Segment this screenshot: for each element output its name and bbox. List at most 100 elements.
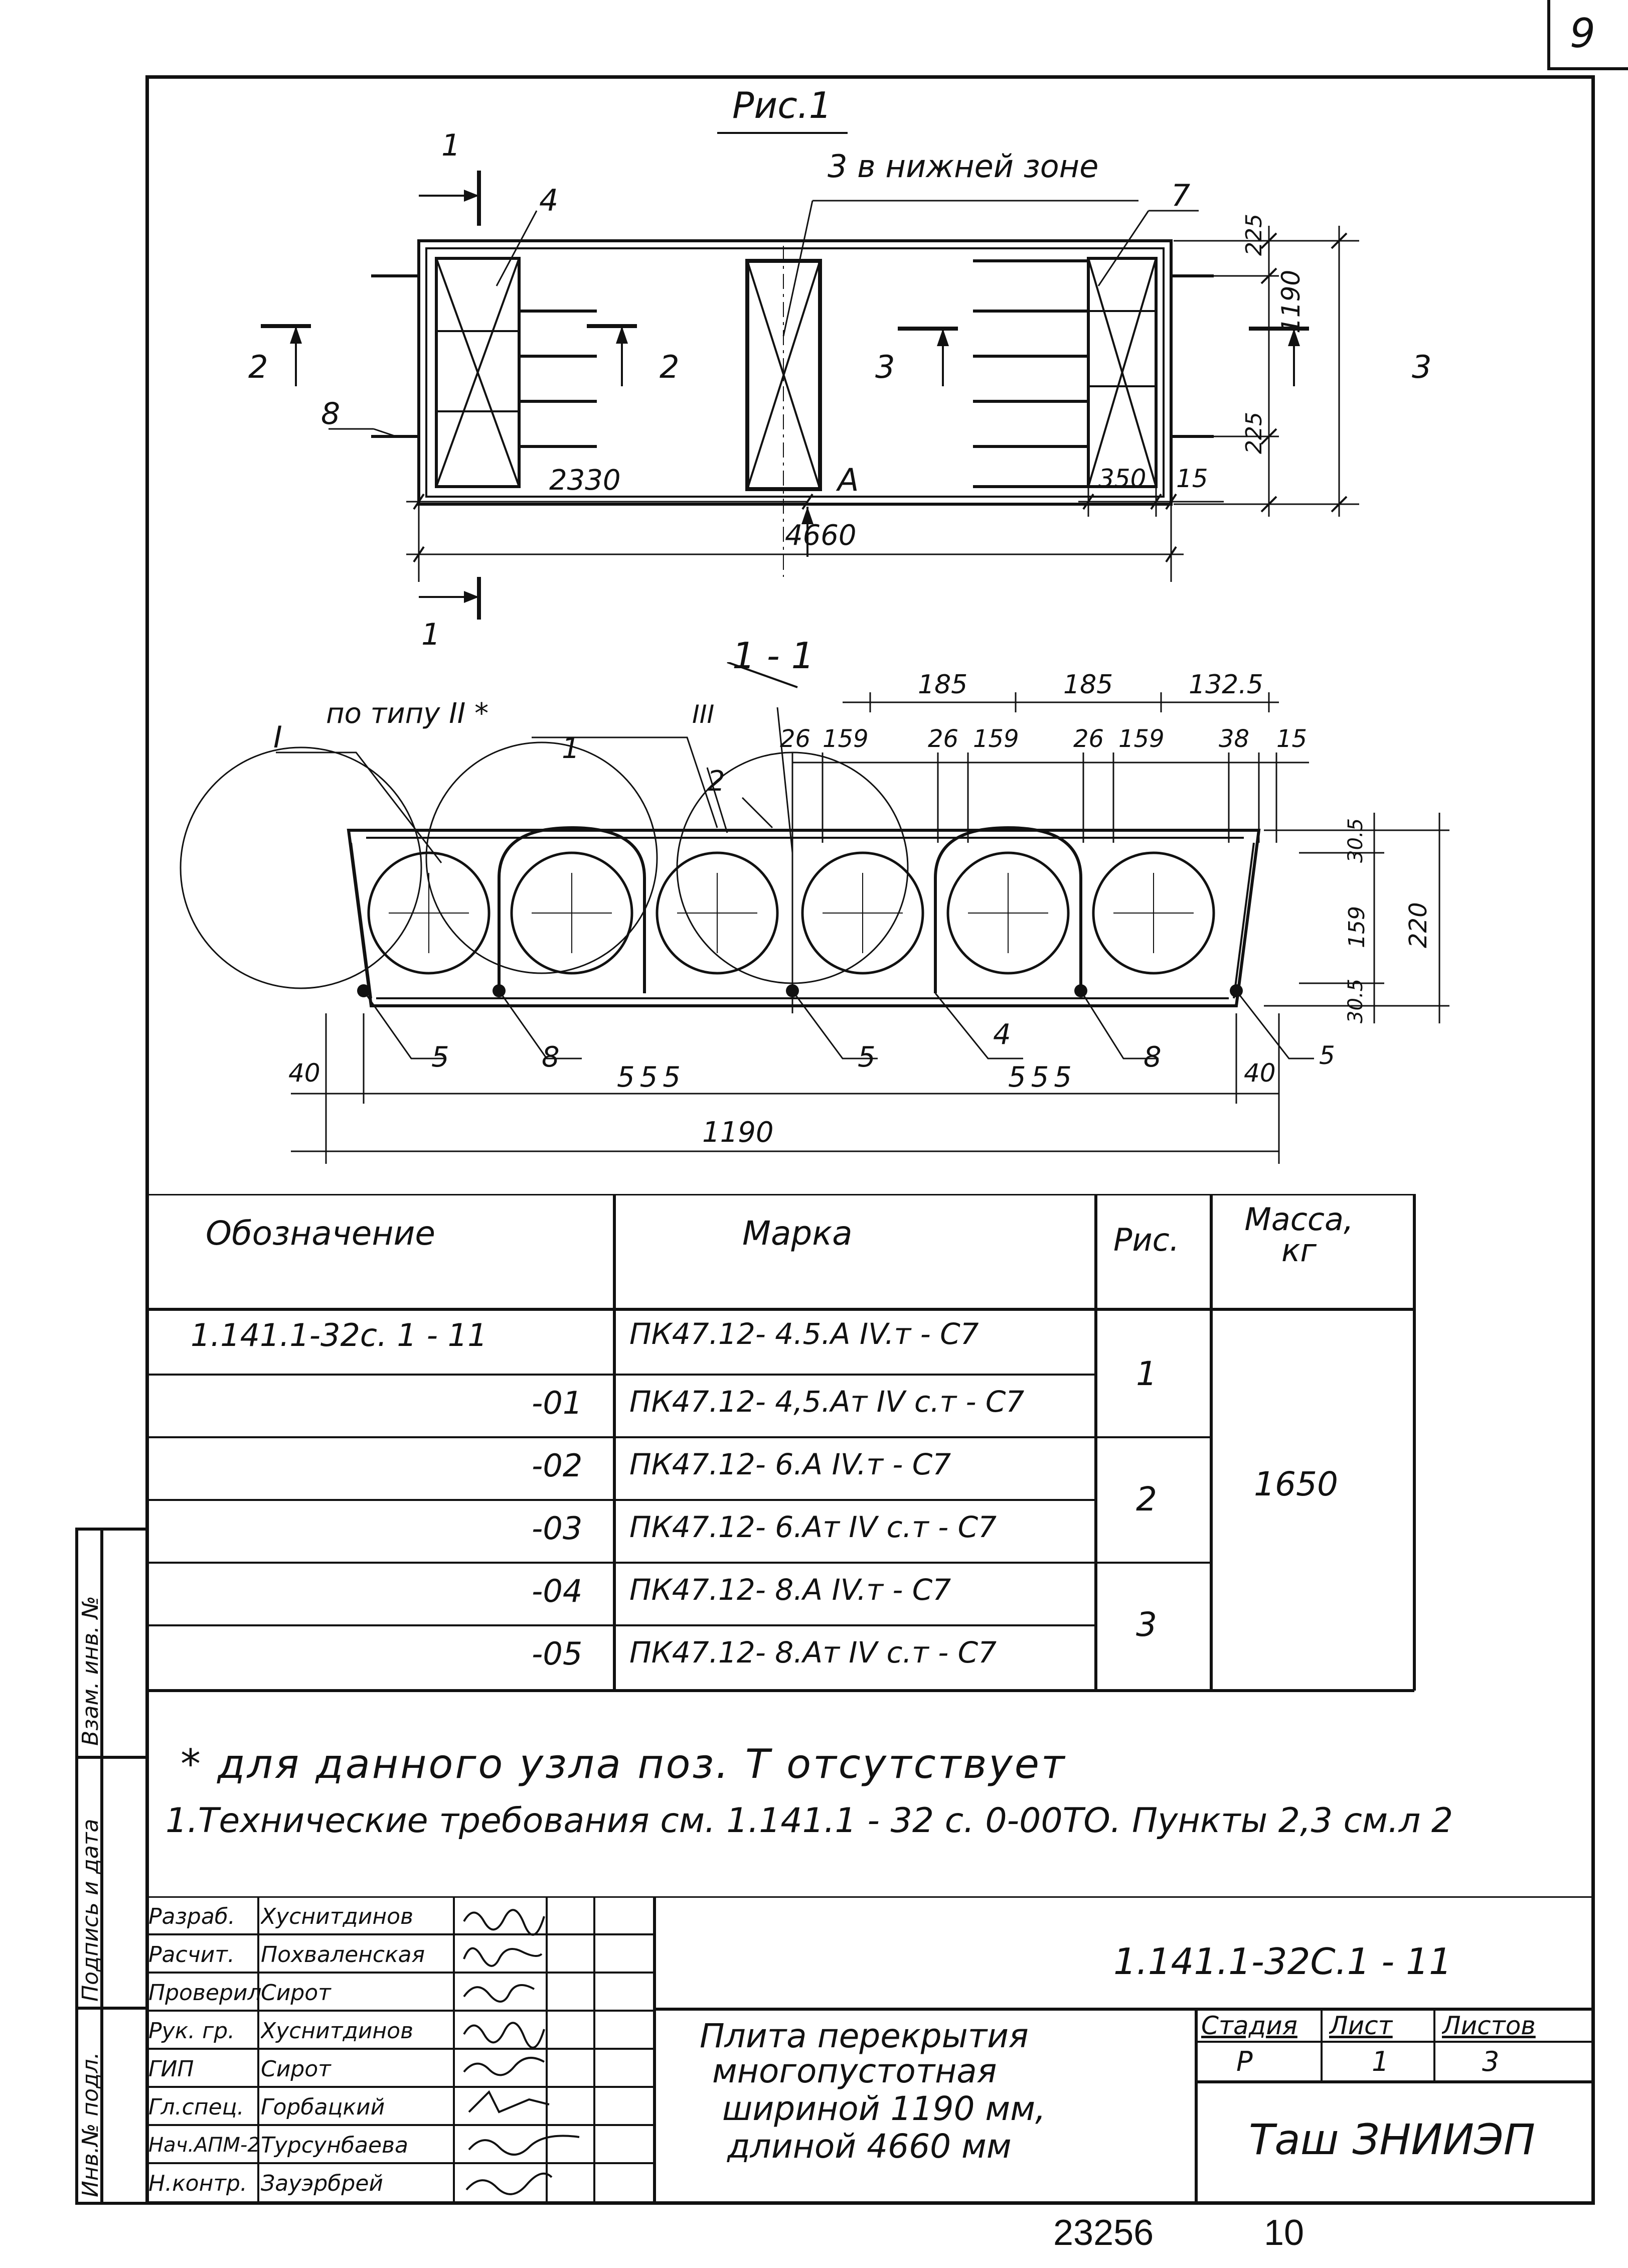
section-mark-2-left: 2 [248, 349, 268, 385]
dim-159-vertical: 159 [1344, 906, 1370, 948]
row-0-designation: 1.141.1-32с. 1 - 11 [191, 1317, 487, 1353]
section-1-1-drawing [180, 662, 1449, 1164]
name-0: Хуснитдинов [261, 1903, 414, 1929]
dim-225-bottom: 225 [1241, 412, 1267, 454]
stage-label: Стадия [1201, 2011, 1297, 2040]
section-title: 1 - 1 [732, 635, 815, 677]
signature-1 [463, 1947, 543, 1967]
note-by-type: по типу II * [326, 697, 489, 730]
dim-4660: 4660 [785, 519, 857, 552]
signature-3 [463, 2022, 545, 2049]
mass-value: 1650 [1254, 1465, 1338, 1503]
sheets-value: 3 [1482, 2046, 1500, 2077]
bottom-zone-label: 3 в нижней зоне [828, 148, 1099, 185]
section-mark-1-bottom: 1 [421, 617, 441, 652]
fig-value-3: 3 [1136, 1605, 1157, 1644]
page-corner-box [1547, 0, 1628, 70]
spec-table-grid [145, 1194, 1416, 1692]
signature-0 [463, 1909, 545, 1936]
callout-4-section: 4 [993, 1018, 1011, 1051]
header-fig: Рис. [1113, 1222, 1180, 1258]
dim-row-0: 26 [780, 725, 811, 753]
plan-view-drawing [261, 132, 1359, 620]
side-stamp-vzam: Взам. инв. № [78, 1596, 103, 1746]
product-name-line-0: Плита перекрытия [700, 2017, 1029, 2055]
name-1: Похваленская [261, 1941, 425, 1968]
dim-1190: 1190 [702, 1116, 774, 1149]
header-designation: Обозначение [206, 1214, 435, 1253]
signature-4 [463, 2057, 545, 2076]
row-5-mark: ПК47.12- 8.Ат IV с.т - С7 [629, 1635, 997, 1670]
sheets-label: Листов [1442, 2011, 1536, 2040]
signature-6 [468, 2135, 580, 2156]
dim-185b: 185 [1063, 670, 1113, 700]
dim-row-2: 26 [928, 725, 959, 753]
sheet-label: Лист [1329, 2011, 1393, 2040]
side-stamp-line-1 [75, 1756, 145, 1759]
callout-2: 2 [707, 765, 725, 798]
row-0-mark: ПК47.12- 4.5.А IV.т - С7 [629, 1317, 979, 1351]
signatures [463, 1909, 580, 2195]
role-4: ГИП [148, 2056, 194, 2082]
fig-value-1: 1 [1136, 1354, 1157, 1393]
callout-7-plan: 7 [1171, 178, 1191, 213]
dim-225-top: 225 [1241, 214, 1267, 256]
signature-7 [465, 2172, 553, 2195]
signature-5 [468, 2090, 550, 2113]
figure-title: Рис.1 [732, 84, 832, 126]
product-name-line-3: длиной 4660 мм [727, 2127, 1012, 2166]
footer-number-right: 10 [1264, 2213, 1305, 2253]
role-0: Разраб. [148, 1903, 235, 1929]
role-5: Гл.спец. [148, 2094, 244, 2120]
side-stamp-podpis: Подпись и дата [78, 1819, 103, 2002]
row-1-designation: -01 [532, 1385, 583, 1421]
row-2-designation: -02 [532, 1447, 583, 1484]
product-name-line-1: многопустотная [712, 2052, 997, 2090]
doc-code: 1.141.1-32С.1 - 11 [1113, 1940, 1452, 1983]
callout-5b: 5 [858, 1041, 876, 1074]
row-4-designation: -04 [532, 1573, 583, 1609]
drawing-frame [145, 75, 1595, 2205]
row-2-mark: ПК47.12- 6.А IV.т - С7 [629, 1447, 951, 1481]
node-III: III [692, 700, 715, 729]
dim-132-5: 132.5 [1189, 670, 1263, 700]
dim-row-3: 159 [973, 725, 1019, 753]
dim-40-right: 40 [1244, 1059, 1276, 1088]
dim-30-5-bottom: 30.5 [1344, 978, 1367, 1023]
side-stamp-line-2 [75, 2007, 145, 2010]
dim-555b: 555 [1008, 1061, 1077, 1094]
side-stamp-divider [100, 1528, 103, 2205]
dim-row-6: 38 [1219, 725, 1250, 753]
side-stamp-inv: Инв.№ подл. [78, 2052, 103, 2197]
dim-2330: 2330 [549, 464, 621, 497]
row-1-mark: ПК47.12- 4,5.Ат IV с.т - С7 [629, 1385, 1025, 1419]
row-3-designation: -03 [532, 1510, 583, 1547]
name-7: Зауэрбрей [261, 2170, 384, 2196]
dim-350: 350 [1098, 464, 1147, 493]
row-5-designation: -05 [532, 1635, 583, 1672]
fig-value-2: 2 [1136, 1480, 1157, 1519]
name-2: Сирот [261, 1980, 331, 2006]
dim-1190-vertical: 1190 [1276, 269, 1306, 334]
section-mark-1-top: 1 [441, 128, 461, 163]
role-2: Проверил [148, 1980, 262, 2006]
note-asterisk: * для данного узла поз. Т отсутствует [181, 1741, 1067, 1787]
dim-185a: 185 [918, 670, 968, 700]
header-mass: Масса, кг [1244, 1204, 1354, 1266]
row-3-mark: ПК47.12- 6.Ат IV с.т - С7 [629, 1510, 997, 1544]
stage-value: Р [1236, 2046, 1253, 2077]
role-7: Н.контр. [148, 2170, 247, 2196]
dim-15: 15 [1176, 464, 1208, 493]
dim-555a: 555 [617, 1061, 686, 1094]
dim-40-left: 40 [288, 1059, 320, 1088]
dim-30-5-top: 30.5 [1344, 818, 1367, 863]
header-mark: Марка [742, 1214, 853, 1253]
signature-2 [463, 1984, 535, 2003]
callout-8a: 8 [542, 1041, 560, 1074]
side-stamp [75, 1528, 145, 2205]
section-mark-3-right: 3 [1412, 349, 1432, 385]
sheet-value: 1 [1372, 2046, 1389, 2077]
callout-5c: 5 [1319, 1041, 1335, 1070]
name-5: Горбацкий [261, 2094, 385, 2120]
role-1: Расчит. [148, 1941, 235, 1968]
